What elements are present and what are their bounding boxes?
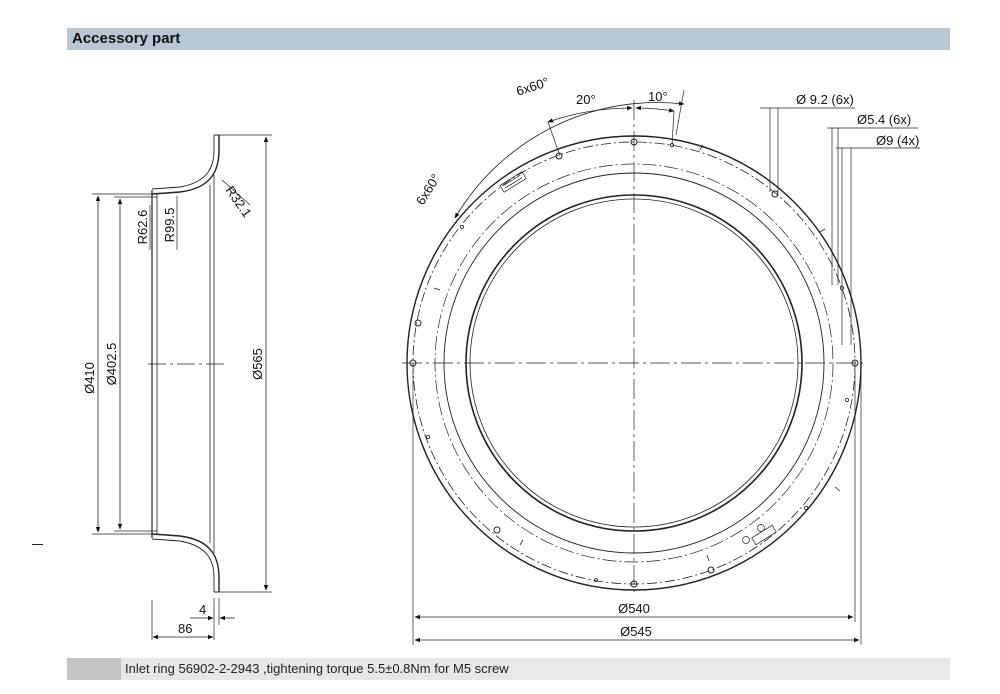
dim-4: 4: [199, 602, 206, 617]
hole-54: Ø5.4 (6x): [857, 112, 911, 127]
dim-86: 86: [178, 621, 192, 636]
dim-20: 20°: [576, 92, 596, 107]
dim-r99: R99.5: [162, 208, 177, 243]
dim-10: 10°: [648, 89, 668, 104]
footer-bar: Inlet ring 56902-2-2943 ,tightening torq…: [67, 658, 950, 680]
dim-545: Ø545: [620, 624, 652, 639]
footer-caption: Inlet ring 56902-2-2943 ,tightening torq…: [125, 661, 509, 676]
front-view: [402, 89, 920, 645]
dim-540: Ø540: [618, 601, 650, 616]
side-view: [92, 134, 272, 640]
margin-mark: [32, 544, 43, 545]
section-title: Accessory part: [72, 30, 181, 47]
dim-r32: R32.1: [223, 183, 255, 220]
dim-402: Ø402.5: [104, 343, 119, 386]
dim-410: Ø410: [82, 362, 97, 394]
hole-9: Ø9 (4x): [876, 133, 919, 148]
dim-6x60-left: 6x60°: [413, 171, 443, 207]
section-header: Accessory part: [67, 28, 950, 50]
footer-swatch: [67, 658, 121, 680]
dim-r62: R62.6: [135, 210, 150, 245]
dim-565: Ø565: [250, 348, 265, 380]
dim-6x60-top: 6x60°: [514, 74, 550, 99]
hole-92: Ø 9.2 (6x): [796, 92, 854, 107]
